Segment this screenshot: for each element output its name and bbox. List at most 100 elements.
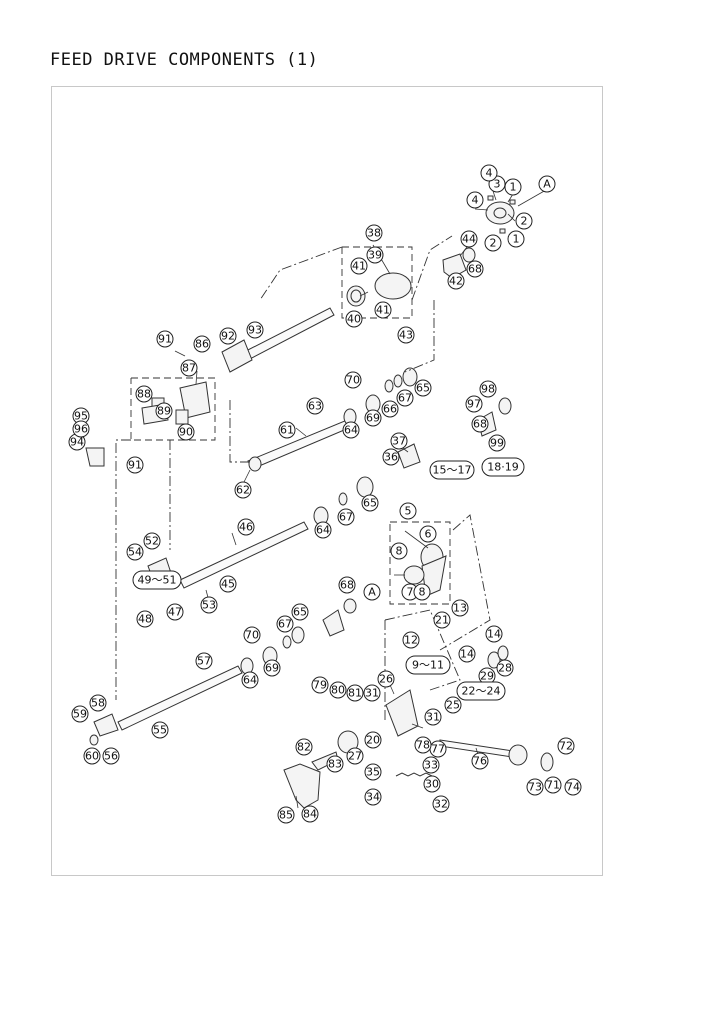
- callout-circle: [350, 257, 368, 275]
- callout-46: 46: [237, 518, 255, 536]
- callout-72: 72: [557, 737, 575, 755]
- callout-circle: [390, 542, 408, 560]
- axis-line-5: [115, 439, 131, 700]
- callout-circle: [504, 178, 522, 196]
- callout-63: 63: [306, 397, 324, 415]
- callout-89: 89: [155, 402, 173, 420]
- callout-circle: [346, 684, 364, 702]
- callout-14: 14: [485, 625, 503, 643]
- callout-number: 74: [566, 781, 580, 794]
- callout-circle: [278, 421, 296, 439]
- callout-74: 74: [564, 778, 582, 796]
- callout-69: 69: [364, 409, 382, 427]
- callouts-layer: 1122344567881213141420212526272829303131…: [68, 164, 582, 824]
- callout-70: 70: [344, 371, 362, 389]
- callout-circle: [338, 576, 356, 594]
- callout-number: 81: [348, 687, 362, 700]
- callout-number: 31: [426, 711, 440, 724]
- callout-circle: [301, 805, 319, 823]
- axis-line-8: [384, 609, 461, 691]
- callout-number: 38: [367, 227, 381, 240]
- callout-number: 8: [396, 545, 403, 558]
- callout-76: 76: [471, 752, 489, 770]
- callout-91-2: 91: [126, 456, 144, 474]
- callout-circle: [135, 385, 153, 403]
- callout-number: 37: [392, 435, 406, 448]
- callout-circle: [447, 272, 465, 290]
- callout-circle: [460, 230, 478, 248]
- axis-line-3: [404, 300, 435, 373]
- callout-circle: [471, 415, 489, 433]
- callout-64-3: 64: [241, 671, 259, 689]
- callout-circle: [364, 763, 382, 781]
- callout-66: 66: [381, 400, 399, 418]
- callout-circle: [364, 788, 382, 806]
- callout-circle: [241, 671, 259, 689]
- callout-a-2: A: [363, 583, 381, 601]
- callout-circle: [126, 543, 144, 561]
- callout-circle: [402, 631, 420, 649]
- callout-number: 98: [481, 383, 495, 396]
- callout-circle: [390, 432, 408, 450]
- callout-circle: [366, 246, 384, 264]
- middle-shaft-end: [248, 456, 262, 472]
- callout-circle: [363, 684, 381, 702]
- callout-number: 54: [128, 546, 142, 559]
- callout-58: 58: [89, 694, 107, 712]
- callout-number: 47: [168, 606, 182, 619]
- callout-6: 6: [419, 525, 437, 543]
- callout-number: 60: [85, 750, 99, 763]
- callout-number: 2: [521, 215, 528, 228]
- callout-47: 47: [166, 603, 184, 621]
- callout-number: 68: [340, 579, 354, 592]
- bushing-29: [487, 651, 501, 669]
- callout-number: 70: [346, 374, 360, 387]
- callout-12: 12: [402, 631, 420, 649]
- range-label: 49～51: [132, 570, 182, 590]
- callout-number: 7: [407, 586, 414, 599]
- callout-circle: [364, 731, 382, 749]
- diagram-frame: [51, 86, 603, 876]
- crank-bearing-inner: [350, 289, 362, 303]
- callout-65-2: 65: [361, 494, 379, 512]
- callout-number: 99: [490, 437, 504, 450]
- callout-number: 72: [559, 740, 573, 753]
- callout-number: 66: [383, 403, 397, 416]
- ring-66: [384, 379, 394, 393]
- callout-65-3: 65: [291, 603, 309, 621]
- callout-number: 86: [195, 338, 209, 351]
- callout-81: 81: [346, 684, 364, 702]
- callout-circle: [364, 409, 382, 427]
- callout-number: 70: [245, 629, 259, 642]
- callout-80: 80: [329, 681, 347, 699]
- callout-91: 91: [156, 330, 174, 348]
- callout-number: 3: [494, 178, 501, 191]
- callout-number: 14: [460, 648, 474, 661]
- range-label-outline: [456, 681, 506, 701]
- callout-number: 35: [366, 766, 380, 779]
- callout-number: 77: [431, 743, 445, 756]
- bracket-87: [179, 381, 211, 419]
- callout-number: 5: [405, 505, 412, 518]
- callout-number: 90: [179, 426, 193, 439]
- callout-circle: [466, 260, 484, 278]
- callout-56: 56: [102, 747, 120, 765]
- crank-ring: [374, 272, 412, 300]
- callout-circle: [71, 705, 89, 723]
- callout-number: 41: [352, 260, 366, 273]
- callout-35: 35: [364, 763, 382, 781]
- callout-number: 78: [416, 739, 430, 752]
- shaft-collar: [221, 339, 253, 373]
- callout-33: 33: [422, 756, 440, 774]
- group-boundaries: [115, 235, 491, 720]
- screw-56: [89, 734, 99, 746]
- ring-71: [540, 752, 554, 772]
- feed-shaft-45: [179, 521, 309, 589]
- callout-number: 59: [73, 708, 87, 721]
- callout-circle: [89, 694, 107, 712]
- callout-number: 64: [316, 524, 330, 537]
- callout-number: 13: [453, 602, 467, 615]
- middle-shaft: [247, 417, 357, 470]
- callout-number: 21: [435, 614, 449, 627]
- callout-circle: [306, 397, 324, 415]
